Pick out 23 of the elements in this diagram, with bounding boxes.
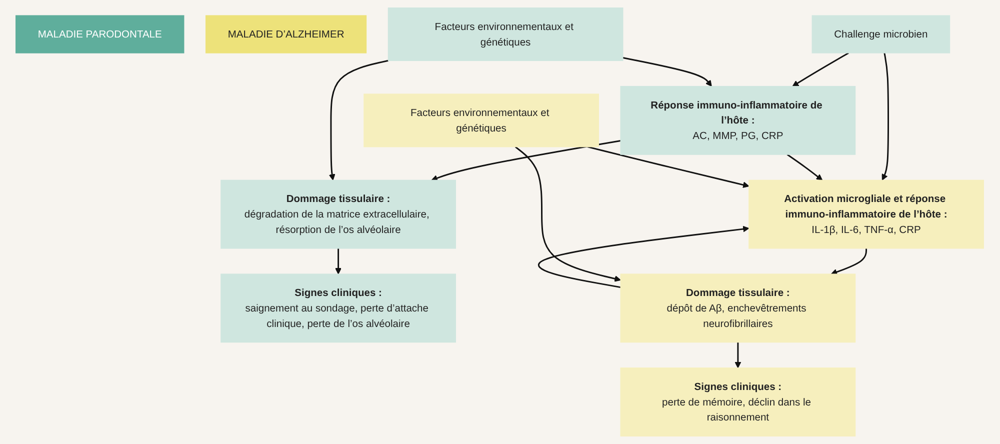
arrow [432, 140, 621, 182]
node-box: Dommage tissulaire : dégradation de la matrice extracellulaire, résorption de l’os alvéolaire [220, 180, 456, 249]
node-box: Facteurs environnementaux et génétiques [388, 8, 624, 62]
arrow [538, 226, 750, 288]
node-box: Dommage tissulaire : dépôt de Aβ, enchevêtrements neurofibrillaires [620, 274, 856, 343]
node-box: Challenge microbien [812, 15, 950, 54]
node-box: MALADIE D’ALZHEIMER [206, 15, 367, 54]
arrow [734, 342, 742, 368]
node-box: Réponse immuno-inflammatoire de l’hôte : AC, MMP, PG, CRP [620, 86, 856, 155]
node-box: Signes cliniques : perte de mémoire, déclin dans le raisonnement [620, 368, 856, 436]
node-box: MALADIE PARODONTALE [16, 15, 184, 54]
arrow [623, 57, 712, 87]
arrow [335, 248, 342, 274]
arrow [882, 52, 890, 180]
node-box: Facteurs environnementaux et génétiques [364, 94, 600, 148]
node-box: Activation microgliale et réponse immuno-inflammatoire de l’hôte : IL-1β, IL-6, TNF-α, CRP [748, 180, 984, 249]
arrow [329, 60, 389, 180]
arrow [831, 248, 868, 276]
arrow [787, 154, 823, 180]
arrow [515, 146, 622, 282]
arrow [588, 146, 750, 188]
node-box: Signes cliniques : saignement au sondage, perte d’attache clinique, perte de l’os alvéolaire [220, 274, 456, 343]
arrow [792, 52, 850, 87]
